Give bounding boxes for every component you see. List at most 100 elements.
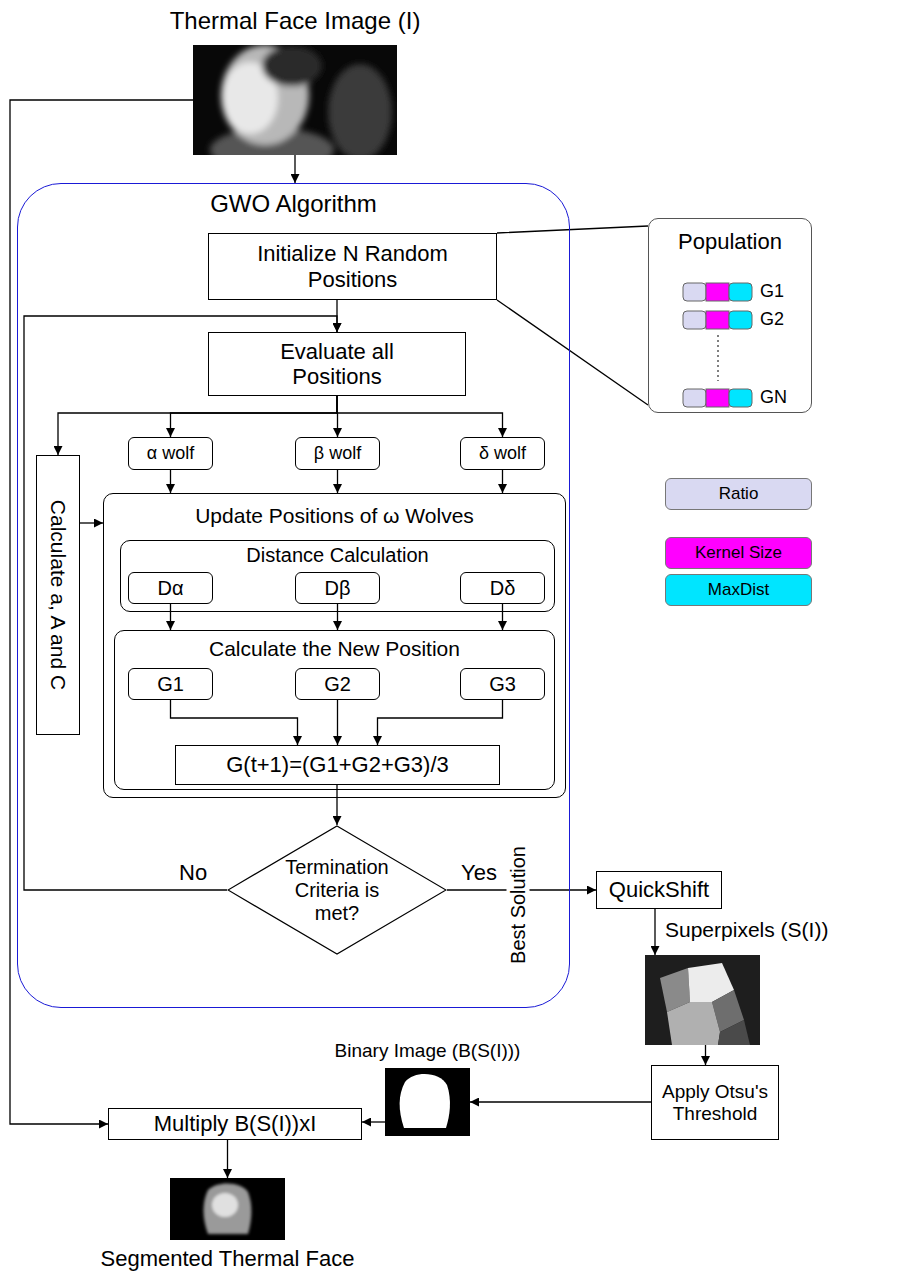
heading-text: Segmented Thermal Face [101, 1246, 355, 1271]
connector-arrow [497, 226, 648, 405]
box-text: QuickShift [609, 877, 709, 902]
box-text: G1 [157, 673, 184, 696]
connector-arrow [337, 396, 503, 437]
connector-arrow [502, 604, 503, 630]
distance-box: Dδ [460, 572, 545, 604]
connector-arrow [337, 470, 338, 493]
ellipsis-line [718, 335, 719, 381]
box-text: δ wolf [479, 443, 526, 464]
photo-ground [645, 955, 760, 1045]
heading-text: Thermal Face Image (I) [170, 7, 421, 35]
box-text: α wolf [147, 443, 194, 464]
connector-arrow [502, 470, 503, 493]
kernel-gene [706, 389, 729, 407]
population-panel: Population [648, 218, 812, 413]
connector-arrow [170, 470, 171, 493]
heading-text: Distance Calculation [121, 544, 554, 567]
face-shape [210, 45, 392, 155]
box-text: G2 [324, 673, 351, 696]
edge-label: Yes [459, 860, 499, 885]
box-text: Calculate a, A and C [46, 500, 70, 690]
connector-arrow [362, 1121, 385, 1122]
ratio-gene [683, 311, 706, 329]
heading-text: Update Positions of ω Wolves [104, 504, 565, 528]
distance-box: Dα [128, 572, 213, 604]
gene-label: GN [760, 387, 787, 408]
box-text: Evaluate all Positions [257, 339, 417, 390]
maxdist-gene [729, 389, 752, 407]
connector-arrow [171, 396, 338, 437]
candidate-box: G2 [295, 668, 380, 700]
population-genes [683, 283, 752, 407]
heading-text: Population [649, 229, 811, 254]
formula-box: G(t+1)=(G1+G2+G3)/3 [175, 745, 500, 785]
legend-swatch: MaxDist [665, 574, 812, 606]
photo-ground [170, 1178, 285, 1240]
maxdist-gene [729, 311, 752, 329]
solution-label: Best Solution [507, 843, 530, 967]
segmented-image: Segmented Thermal Face [170, 1178, 285, 1240]
box-text: β wolf [314, 443, 361, 464]
legend-swatch: Kernel Size [665, 537, 812, 569]
connector-arrow [336, 785, 337, 825]
mask-blob [400, 1074, 450, 1128]
process-box: Initialize N Random Positions [208, 233, 497, 300]
box-text: Apply Otsu's Threshold [659, 1081, 771, 1125]
box-text: Dα [157, 577, 183, 600]
binary-image: Binary Image (B(S(I))) [385, 1068, 470, 1136]
distance-box: Dβ [295, 572, 380, 604]
heading-text: Superpixels (S(I)) [665, 918, 828, 942]
box-text: Dβ [325, 577, 351, 600]
connector-arrow [227, 1140, 228, 1178]
superpixel-image: Superpixels (S(I)) [645, 955, 760, 1045]
connector-arrow [337, 604, 338, 630]
process-box: Apply Otsu's Threshold [651, 1065, 779, 1140]
process-box: Multiply B(S(I))xI [108, 1108, 362, 1140]
segmented-photo [170, 1178, 285, 1240]
heading-text: Binary Image (B(S(I))) [335, 1040, 521, 1062]
gene-label: G1 [760, 281, 784, 302]
ratio-gene [683, 283, 706, 301]
diamond-shape [228, 826, 446, 954]
thermal-image: Thermal Face Image (I) [193, 45, 397, 155]
box-text: Termination Criteria is met? [281, 856, 393, 925]
new-position-panel: Calculate the New PositionG1 G2 G3G(t+1)=(… [114, 630, 555, 790]
kernel-gene [706, 283, 729, 301]
connector-arrow [170, 604, 171, 630]
connector-arrow [10, 100, 193, 1124]
region [667, 1002, 720, 1045]
thermal-face-photo [193, 45, 397, 172]
process-box: Calculate a, A and C [36, 455, 80, 735]
maxdist-gene [729, 283, 752, 301]
connector-arrow [470, 1101, 651, 1102]
process-box: Evaluate all Positions [208, 332, 466, 396]
connector-arrow [80, 522, 103, 523]
connector-arrow [171, 700, 298, 745]
box-text: Multiply B(S(I))xI [154, 1111, 317, 1136]
connector-arrow [378, 700, 503, 745]
legend-swatch: Ratio [665, 478, 812, 510]
candidate-box: G1 [128, 668, 213, 700]
connector-arrow [654, 909, 655, 955]
legend-text: Kernel Size [695, 543, 782, 563]
gene-label: G2 [760, 309, 784, 330]
candidate-box: G3 [460, 668, 545, 700]
photo-ground [385, 1068, 470, 1136]
face-region [204, 1183, 252, 1234]
legend-text: MaxDist [708, 580, 769, 600]
segmented-face [204, 1183, 252, 1234]
wolf-box: α wolf [128, 437, 213, 470]
box-text: G3 [489, 673, 516, 696]
superpixel-regions [660, 963, 750, 1045]
connector-arrow [294, 155, 295, 183]
box-text: Dδ [490, 577, 516, 600]
wolf-box: δ wolf [460, 437, 545, 470]
update-panel: Update Positions of ω WolvesDistance Cal… [103, 493, 566, 798]
ratio-gene [683, 389, 706, 407]
heading-text: Calculate the New Position [115, 637, 554, 661]
face-highlight [212, 1193, 238, 1217]
box-text: G(t+1)=(G1+G2+G3)/3 [226, 752, 449, 777]
legend-text: Ratio [719, 484, 759, 504]
